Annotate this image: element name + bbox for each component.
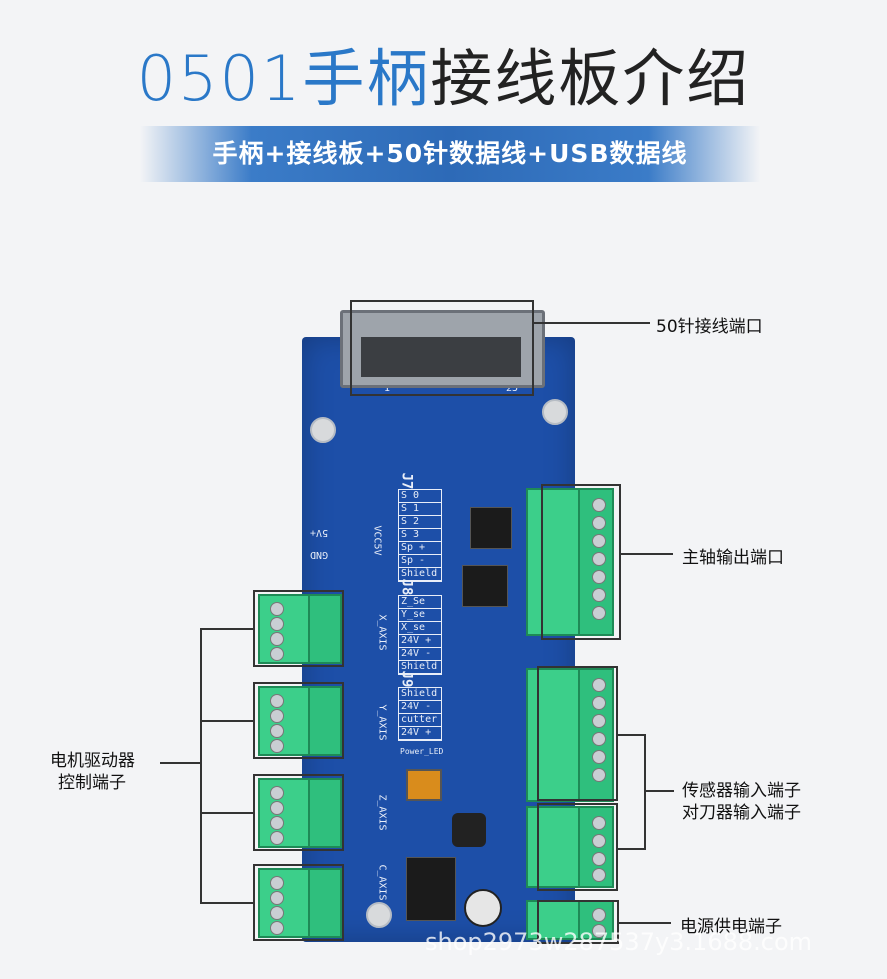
j9-pin: Shield <box>399 688 441 701</box>
j8-pin: Y_se <box>399 609 441 622</box>
motor-terminal-c <box>258 868 342 938</box>
mount-hole <box>542 399 568 425</box>
j9-pin: 24V - <box>399 701 441 714</box>
5v-label: 5V+ <box>310 527 329 538</box>
axis-label-c: C_AXIS <box>376 864 388 901</box>
vcc-label: VCC5V <box>371 525 383 556</box>
j8-pin-list: Z_Se Y_se X_se 24V + 24V - Shield <box>398 595 442 675</box>
ic-chip <box>462 565 508 607</box>
watermark-text: shop2973w287537y3.1688.com <box>425 928 813 956</box>
j8-pin: X_se <box>399 622 441 635</box>
inductor <box>452 813 486 847</box>
ic-chip <box>470 507 512 549</box>
ic-chip <box>406 857 456 921</box>
pin25-label: 25 <box>506 383 519 394</box>
spindle-callout-line <box>621 553 673 555</box>
sensor-terminal <box>526 668 614 802</box>
motor-callout-line <box>200 628 253 630</box>
sensor-label-1: 传感器输入端子 <box>682 781 801 801</box>
gnd-label: GND <box>310 549 329 560</box>
cutter-terminal <box>526 806 614 888</box>
j7-pin: Sp - <box>399 555 441 568</box>
mount-hole <box>310 417 336 443</box>
j7-pin: S 3 <box>399 529 441 542</box>
motor-callout-box <box>253 774 344 851</box>
motor-callout-hline <box>160 762 200 764</box>
axis-label-y: Y_AXIS <box>376 704 388 741</box>
motor-callout-line <box>200 902 253 904</box>
power-terminal <box>526 900 614 940</box>
j8-pin: Z_Se <box>399 596 441 609</box>
j7-pin: Sp + <box>399 542 441 555</box>
power-label: 电源供电端子 <box>680 917 782 937</box>
spindle-terminal <box>526 488 614 636</box>
j9-pin-list: Shield 24V - cutter 24V + <box>398 687 442 741</box>
page-title: 0501手柄接线板介绍 <box>0 28 887 118</box>
j9-pin: 24V + <box>399 727 441 740</box>
electrolytic-capacitor <box>464 889 502 927</box>
cutter-callout-line <box>618 848 644 850</box>
pcb-board: 1 25 J7 S 0 S 1 S 2 S 3 Sp + Sp - Shield… <box>302 337 575 942</box>
mount-hole <box>366 902 392 928</box>
spindle-callout-box <box>541 484 621 640</box>
motor-terminal-y <box>258 686 342 756</box>
motor-callout-line <box>200 720 253 722</box>
sensor-callout-line <box>618 734 644 736</box>
axis-label-x: X_AXIS <box>376 614 388 651</box>
motor-terminal-x <box>258 594 342 664</box>
motor-terminal-z <box>258 778 342 848</box>
connector-callout-box <box>350 300 534 396</box>
cutter-callout-box <box>537 803 618 891</box>
j7-header: J7 <box>398 472 415 490</box>
j9-pin: cutter <box>399 714 441 727</box>
j8-pin: 24V + <box>399 635 441 648</box>
j7-pin: S 0 <box>399 490 441 503</box>
motor-label-2: 控制端子 <box>58 773 126 793</box>
sensor-callout-vline <box>644 734 646 850</box>
j7-pin: Shield <box>399 568 441 581</box>
power-callout-line <box>619 922 671 924</box>
sensor-label-2: 对刀器输入端子 <box>682 803 801 823</box>
j9-header: J9 <box>398 670 415 688</box>
spindle-label: 主轴输出端口 <box>682 548 784 568</box>
j7-pin-list: S 0 S 1 S 2 S 3 Sp + Sp - Shield <box>398 489 442 582</box>
title-highlight: 0501手柄 <box>136 42 431 115</box>
subtitle-text: 手柄+接线板+50针数据线+USB数据线 <box>212 139 688 168</box>
power-led-label: Power_LED <box>400 747 444 756</box>
subtitle-banner: 手柄+接线板+50针数据线+USB数据线 <box>140 126 760 182</box>
j8-header: J8 <box>398 578 415 596</box>
j7-pin: S 2 <box>399 516 441 529</box>
db50-connector <box>340 310 545 388</box>
motor-callout-box <box>253 864 344 941</box>
connector-label: 50针接线端口 <box>656 317 763 337</box>
capacitor <box>406 769 442 801</box>
axis-label-z: Z_AXIS <box>376 794 388 831</box>
motor-callout-box <box>253 590 344 667</box>
j8-pin: Shield <box>399 661 441 674</box>
sensor-callout-box <box>537 666 618 801</box>
title-rest: 接线板介绍 <box>430 42 751 115</box>
sensor-callout-hline <box>644 790 674 792</box>
pin1-label: 1 <box>384 383 391 394</box>
motor-callout-line <box>200 812 253 814</box>
motor-label-1: 电机驱动器 <box>50 751 135 771</box>
motor-callout-vline <box>200 628 202 904</box>
j8-pin: 24V - <box>399 648 441 661</box>
motor-callout-box <box>253 682 344 759</box>
power-callout-box <box>537 900 619 944</box>
connector-callout-line <box>534 322 650 324</box>
j7-pin: S 1 <box>399 503 441 516</box>
